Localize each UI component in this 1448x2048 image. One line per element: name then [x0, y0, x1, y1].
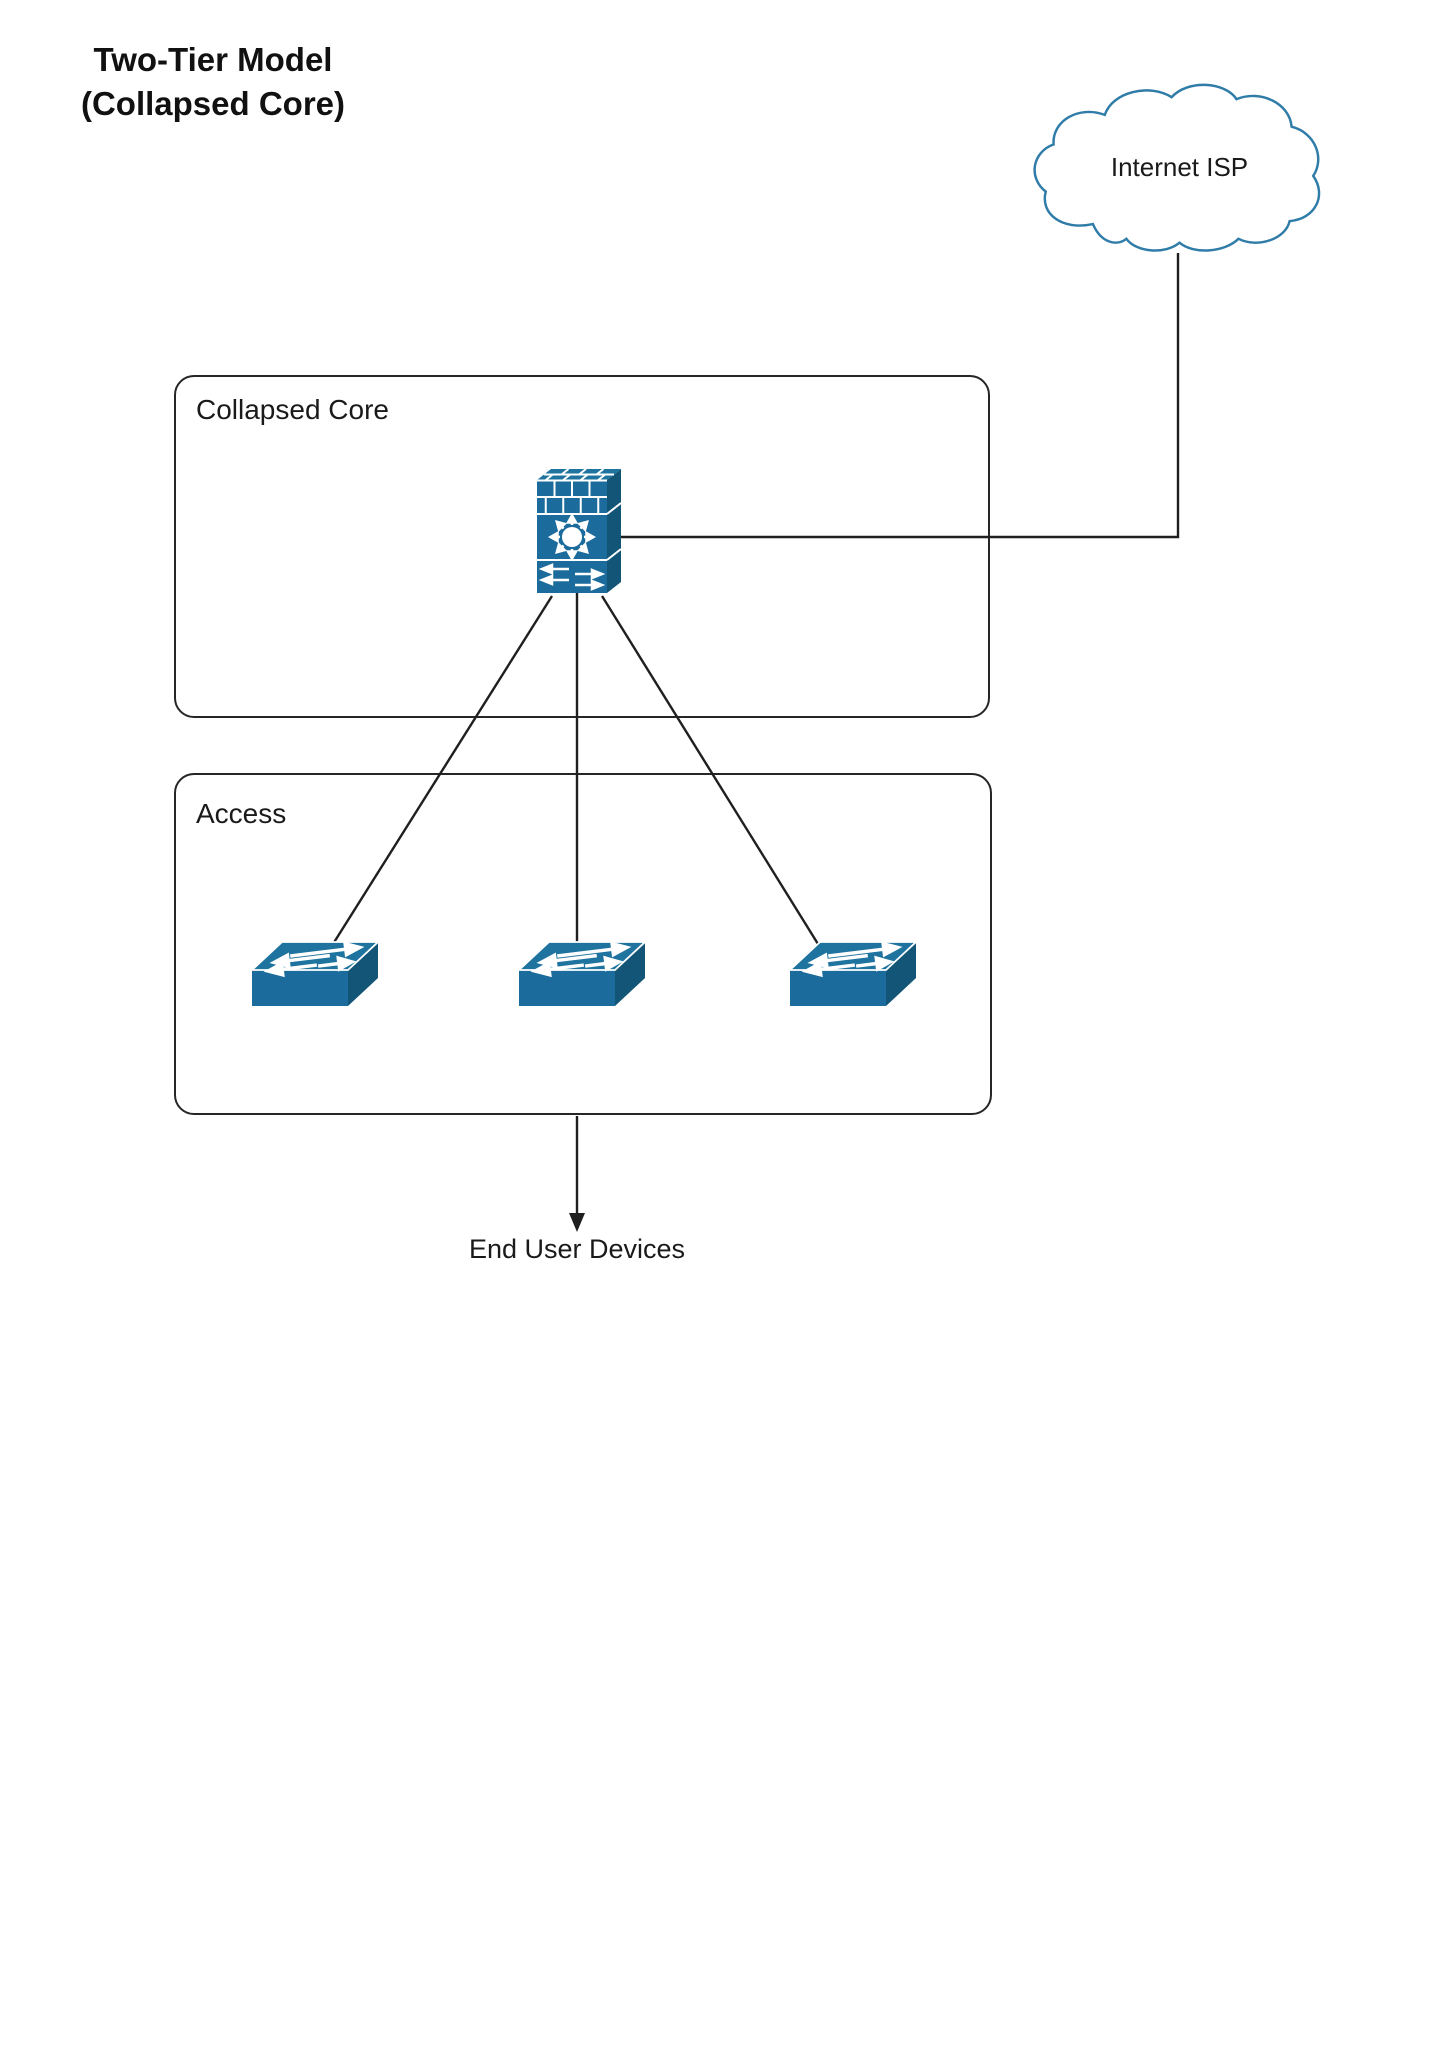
access-tier-box: [174, 773, 992, 1115]
internet-isp-label: Internet ISP: [1110, 152, 1249, 182]
firewall-multilayer-switch-icon: [537, 469, 621, 593]
switching-arrows-glyph: [538, 563, 606, 591]
access-switch-icon-1: [250, 940, 380, 1008]
page-title-line1: Two-Tier Model: [93, 41, 333, 78]
collapsed-core-tier-box: [174, 375, 990, 718]
link-core-to-right-switch: [600, 595, 820, 945]
access-switch-icon-2: [517, 940, 647, 1008]
down-arrow-icon: [569, 1213, 585, 1232]
cloud-icon: [1033, 83, 1321, 252]
brick-pattern: [537, 469, 621, 515]
access-switch-icon-3: [788, 940, 918, 1008]
routing-sun-glyph: [547, 512, 597, 562]
cloud-outline: [1033, 83, 1321, 252]
firewall-side-face: [607, 469, 621, 593]
page-title-line2: (Collapsed Core): [80, 84, 346, 122]
access-label: Access: [196, 798, 287, 829]
link-cloud-to-core: [621, 253, 1180, 539]
page-title: Two-Tier Model (Collapsed Core): [62, 38, 364, 126]
link-core-to-left-switch: [331, 595, 554, 945]
collapsed-core-label: Collapsed Core: [196, 394, 389, 425]
section-divider-side: [606, 548, 621, 561]
end-user-devices-label: End User Devices: [468, 1234, 686, 1264]
